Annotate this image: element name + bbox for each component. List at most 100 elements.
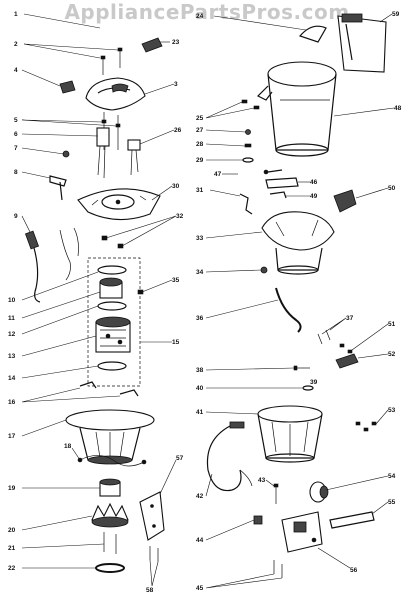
callout-57: 57 — [176, 455, 184, 462]
part-19-coupler — [99, 478, 121, 497]
part-10-ring — [97, 265, 127, 275]
part-59-filter — [337, 13, 387, 73]
part-40-washer — [302, 385, 314, 391]
callout-14: 14 — [8, 375, 16, 382]
part-16-clips — [79, 381, 139, 397]
callout-45: 45 — [196, 585, 204, 592]
callout-20: 20 — [8, 527, 16, 534]
callout-39: 39 — [310, 379, 318, 386]
callout-51: 51 — [388, 321, 396, 328]
callout-43: 43 — [258, 477, 266, 484]
part-21-screws — [103, 532, 117, 554]
part-55-rod — [329, 511, 375, 529]
callout-35: 35 — [172, 277, 180, 284]
part-41-bucket — [257, 405, 323, 463]
callout-7: 7 — [14, 145, 18, 152]
leader-lines — [21, 13, 395, 589]
callout-47: 47 — [214, 171, 222, 178]
callout-30: 30 — [172, 183, 180, 190]
part-27-nut — [245, 129, 251, 135]
callout-48: 48 — [394, 105, 402, 112]
callout-3: 3 — [174, 81, 178, 88]
callout-24: 24 — [196, 13, 204, 20]
part-32-screws — [101, 235, 124, 249]
part-2-screws — [100, 47, 123, 75]
callout-6: 6 — [14, 131, 18, 138]
part-46-bracket — [265, 177, 299, 189]
callout-labels: 1 2 3 4 5 6 7 8 9 10 11 12 13 14 15 16 1… — [8, 11, 402, 594]
part-9-cord — [24, 227, 79, 303]
part-54-knob — [309, 481, 329, 503]
callout-46: 46 — [310, 179, 318, 186]
part-23-latch — [141, 37, 163, 53]
callout-19: 19 — [8, 485, 16, 492]
callout-16: 16 — [8, 399, 16, 406]
callout-44: 44 — [196, 537, 204, 544]
callout-55: 55 — [388, 499, 396, 506]
part-33-lid — [261, 211, 335, 275]
part-11-bearing — [99, 277, 123, 299]
part-29-washer — [242, 157, 254, 163]
part-36-hose — [275, 287, 302, 333]
part-26-connector — [127, 139, 141, 176]
part-44-clip — [253, 515, 263, 525]
part-17-fan — [65, 409, 155, 465]
callout-33: 33 — [196, 235, 204, 242]
callout-56: 56 — [350, 567, 358, 574]
part-15-group — [87, 257, 141, 387]
callout-15: 15 — [172, 339, 180, 346]
callout-1: 1 — [14, 11, 18, 18]
part-8-bracket — [49, 175, 67, 201]
watermark: AppliancePartsPros.com — [64, 0, 350, 24]
part-14-ring — [97, 361, 127, 371]
callout-59: 59 — [392, 11, 400, 18]
callout-31: 31 — [196, 187, 204, 194]
callout-38: 38 — [196, 367, 204, 374]
part-4-clip — [59, 80, 76, 94]
callout-36: 36 — [196, 315, 204, 322]
part-20-impeller — [91, 502, 129, 528]
part-53-screws — [355, 421, 377, 432]
part-13-armature — [95, 316, 131, 353]
callout-18: 18 — [64, 443, 72, 450]
callout-58: 58 — [146, 587, 154, 594]
callout-53: 53 — [388, 407, 396, 414]
part-25-screws — [241, 99, 260, 110]
callout-26: 26 — [174, 127, 182, 134]
callout-54: 54 — [388, 473, 396, 480]
callout-32: 32 — [176, 213, 184, 220]
callout-40: 40 — [196, 385, 204, 392]
callout-12: 12 — [8, 331, 16, 338]
part-31-lever — [239, 193, 253, 215]
part-45-screws — [273, 560, 283, 578]
part-56-switch-box — [281, 511, 323, 553]
callout-4: 4 — [14, 67, 18, 74]
part-50-latch — [333, 189, 357, 213]
part-35-screw — [137, 289, 144, 295]
callout-23: 23 — [172, 39, 180, 46]
callout-37: 37 — [346, 315, 354, 322]
part-42-cord — [206, 421, 253, 492]
callout-49: 49 — [310, 193, 318, 200]
part-48-tank — [256, 61, 337, 157]
callout-8: 8 — [14, 169, 18, 176]
callout-9: 9 — [14, 213, 18, 220]
part-3-handle — [85, 77, 146, 111]
callout-2: 2 — [14, 41, 18, 48]
part-22-gasket — [95, 563, 125, 573]
callout-22: 22 — [8, 565, 16, 572]
part-51-screws — [339, 343, 353, 354]
part-30-plate — [77, 188, 161, 221]
callout-5: 5 — [14, 117, 18, 124]
callout-25: 25 — [196, 115, 204, 122]
callout-21: 21 — [8, 545, 16, 552]
callout-34: 34 — [196, 269, 204, 276]
part-58-screws — [149, 546, 159, 562]
callout-10: 10 — [8, 297, 16, 304]
part-49-tab — [269, 191, 287, 199]
part-6-switch — [96, 127, 110, 179]
callout-17: 17 — [8, 433, 16, 440]
callout-13: 13 — [8, 353, 16, 360]
callout-27: 27 — [196, 127, 204, 134]
